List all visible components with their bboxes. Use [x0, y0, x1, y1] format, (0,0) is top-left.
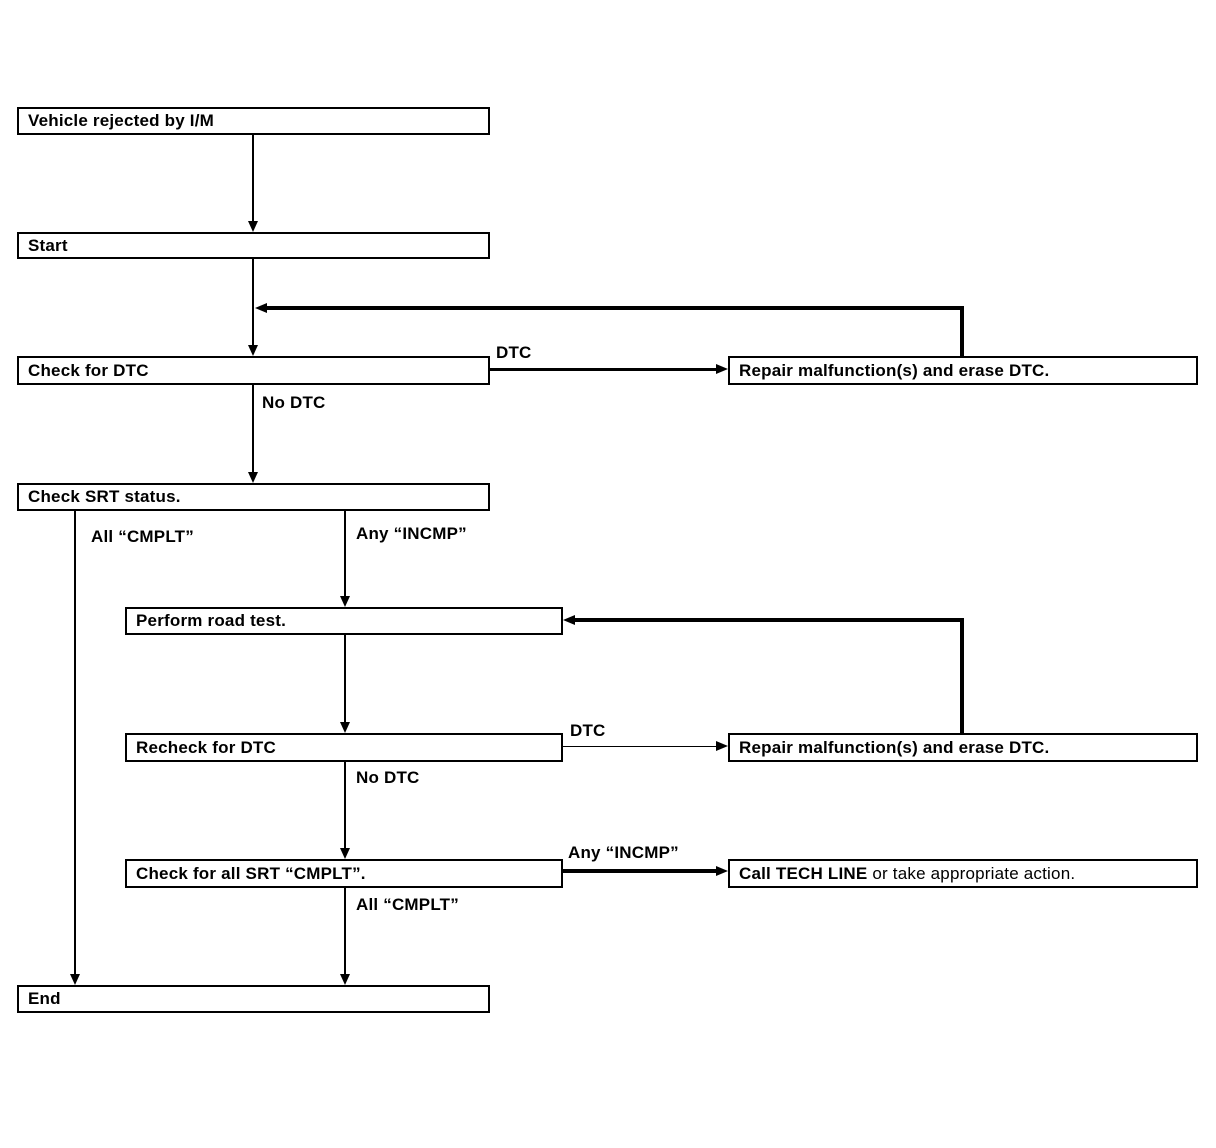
edge-check-all-srt-to-tech-line	[563, 869, 716, 873]
node-start: Start	[17, 232, 490, 259]
edge-label-all-cmplt-1: All “CMPLT”	[91, 527, 194, 546]
arrowhead-check-all-srt-to-tech-line	[716, 866, 728, 876]
node-perform-road-test: Perform road test.	[125, 607, 563, 635]
edge-label-dtc-2: DTC	[570, 721, 606, 740]
node-recheck-dtc-label: Recheck for DTC	[136, 737, 276, 757]
node-start-label: Start	[28, 235, 68, 255]
node-check-all-srt-cmplt-label: Check for all SRT “CMPLT”.	[136, 863, 366, 883]
edge-repair1-return-vertical	[960, 306, 964, 356]
arrowhead-repair2-return	[563, 615, 575, 625]
edge-recheck-to-check-all-srt	[344, 762, 346, 848]
arrowhead-repair1-return	[255, 303, 267, 313]
node-check-dtc-label: Check for DTC	[28, 360, 149, 380]
node-check-srt-status: Check SRT status.	[17, 483, 490, 511]
edge-label-no-dtc-2: No DTC	[356, 768, 420, 787]
node-check-dtc: Check for DTC	[17, 356, 490, 385]
arrowhead-check-srt-to-road-test	[340, 596, 350, 607]
node-call-tech-line-emphasis: Call TECH LINE	[739, 863, 868, 883]
node-recheck-dtc: Recheck for DTC	[125, 733, 563, 762]
edge-check-dtc-to-repair1	[490, 368, 716, 371]
edge-label-any-incmp-2: Any “INCMP”	[568, 843, 679, 862]
node-repair-erase-dtc-2-label: Repair malfunction(s) and erase DTC.	[739, 737, 1050, 757]
arrowhead-road-test-to-recheck	[340, 722, 350, 733]
node-repair-erase-dtc-2: Repair malfunction(s) and erase DTC.	[728, 733, 1198, 762]
node-end-label: End	[28, 989, 61, 1008]
node-end: End	[17, 985, 490, 1013]
edge-start-to-check-dtc	[252, 259, 254, 346]
edge-check-dtc-to-check-srt	[252, 385, 254, 473]
edge-recheck-to-repair2	[563, 746, 716, 747]
arrowhead-check-all-srt-to-end	[340, 974, 350, 985]
node-call-tech-line: Call TECH LINE or take appropriate actio…	[728, 859, 1198, 888]
node-call-tech-line-rest: or take appropriate action.	[867, 863, 1076, 883]
edge-check-srt-to-end	[74, 511, 76, 975]
node-vehicle-rejected-label: Vehicle rejected by I/M	[28, 111, 215, 130]
node-perform-road-test-label: Perform road test.	[136, 611, 287, 630]
edge-road-test-to-recheck	[344, 635, 346, 722]
arrowhead-start-to-check-dtc	[248, 345, 258, 356]
node-check-all-srt-cmplt: Check for all SRT “CMPLT”.	[125, 859, 563, 888]
node-call-tech-line-label: Call TECH LINE or take appropriate actio…	[730, 864, 1075, 884]
node-repair-erase-dtc-1: Repair malfunction(s) and erase DTC.	[728, 356, 1198, 385]
edge-label-any-incmp-1: Any “INCMP”	[356, 524, 467, 543]
arrowhead-check-dtc-to-repair1	[716, 364, 728, 374]
node-repair-erase-dtc-1-label: Repair malfunction(s) and erase DTC.	[739, 360, 1050, 380]
node-check-srt-status-label: Check SRT status.	[28, 487, 181, 506]
arrowhead-check-srt-to-end	[70, 974, 80, 985]
edge-repair1-return-horizontal	[265, 306, 964, 310]
edge-check-srt-to-road-test	[344, 511, 346, 597]
edge-label-dtc-1: DTC	[496, 343, 532, 362]
edge-repair2-return-horizontal	[573, 618, 964, 622]
arrowhead-vehicle-to-start	[248, 221, 258, 232]
edge-repair2-return-vertical	[960, 618, 964, 733]
arrowhead-check-dtc-to-check-srt	[248, 472, 258, 483]
edge-label-no-dtc-1: No DTC	[262, 393, 326, 412]
arrowhead-recheck-to-check-all-srt	[340, 848, 350, 859]
arrowhead-recheck-to-repair2	[716, 741, 728, 751]
edge-vehicle-to-start	[252, 135, 254, 222]
edge-check-all-srt-to-end	[344, 888, 346, 974]
node-vehicle-rejected: Vehicle rejected by I/M	[17, 107, 490, 135]
edge-label-all-cmplt-2: All “CMPLT”	[356, 895, 459, 914]
